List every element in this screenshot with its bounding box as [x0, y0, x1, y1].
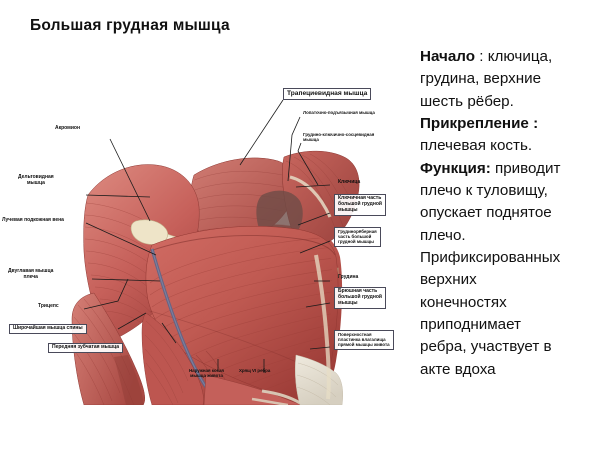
label-triceps: Трицепс: [38, 303, 59, 309]
description-line-bold: Функция:: [420, 159, 491, 177]
anatomy-figure-panel: Трапециевидная мышца Лопаточно-подъязычн…: [0, 55, 405, 405]
label-acromion: Акромион: [55, 125, 81, 131]
description-line: Прификсированных: [420, 247, 598, 269]
description-line: шесть рёбер.: [420, 91, 598, 113]
label-trapezius: Трапециевидная мышца: [283, 88, 372, 100]
cephalic-vein: [150, 248, 208, 388]
description-line-rest: Прификсированных: [420, 249, 561, 267]
muscle-description-panel: Начало : ключица, грудина, верхние шесть…: [420, 46, 598, 381]
description-line: конечностях: [420, 292, 598, 314]
description-line-bold: Начало: [420, 48, 476, 65]
sternum-bone: [314, 254, 331, 400]
label-clavicle: Ключица: [338, 179, 361, 185]
label-external-oblique: Наружная косая мышца живота: [189, 368, 224, 379]
label-rectus-sheath: Поверхностная пластинка влагалища прямой…: [334, 330, 394, 350]
description-line-rest: приподнимает: [420, 316, 522, 334]
label-sternocleidomastoid: Грудино-ключично-сосцевидная мышца: [303, 132, 375, 143]
description-line-rest: плечо к туловищу,: [420, 182, 548, 200]
leader-lines: [83, 99, 331, 373]
description-line: акте вдоха: [420, 359, 598, 381]
description-line-rest: плечо.: [420, 226, 466, 244]
description-line: приподнимает: [420, 314, 598, 336]
description-line: верхних: [420, 269, 598, 291]
description-line-rest: приводит: [490, 159, 561, 177]
label-biceps-brachii: Двуглавая мышца плеча: [8, 268, 54, 280]
description-line-rest: верхних: [420, 271, 477, 289]
label-sternocostal-part-pectoralis: Грудинорёберная часть большой грудной мы…: [334, 227, 381, 247]
label-rib6-cartilage: Хрящ VI ребра: [239, 368, 271, 373]
description-line: грудина, верхние: [420, 68, 598, 90]
label-clavicular-part-pectoralis: Ключичная часть большой грудной мышцы: [334, 194, 387, 216]
label-sternum: Грудина: [338, 274, 359, 280]
description-line: плечевая кость.: [420, 135, 598, 157]
description-line-rest: шесть рёбер.: [420, 92, 514, 110]
description-line-rest: грудина, верхние: [420, 70, 542, 88]
label-abdominal-part-pectoralis: Брюшная часть большой грудной мышцы: [334, 287, 387, 309]
label-cephalic-vein: Лучевая подкожная вена: [2, 217, 64, 223]
description-line-rest: ребра, участвует в: [420, 338, 552, 356]
label-deltoid: Дельтовидная мышца: [18, 174, 54, 186]
description-line-rest: опускает поднятое: [420, 204, 552, 222]
description-line-rest: плечевая кость.: [420, 137, 533, 155]
page-title: Большая грудная мышца: [30, 17, 230, 34]
description-line: плечо.: [420, 225, 598, 247]
label-latissimus-dorsi: Широчайшая мышца спины: [9, 324, 87, 334]
description-line-bold: Прикрепление :: [420, 115, 539, 133]
description-line-rest: конечностях: [420, 293, 507, 311]
description-line-rest: акте вдоха: [420, 360, 496, 378]
description-line: плечо к туловищу,: [420, 180, 598, 202]
description-line: Прикрепление :: [420, 113, 598, 135]
description-line-rest: : ключица,: [475, 48, 553, 65]
label-omohyoid: Лопаточно-подъязычная мышца: [303, 110, 375, 115]
description-line: ребра, участвует в: [420, 336, 598, 358]
label-serratus-anterior: Передняя зубчатая мышца: [48, 343, 124, 353]
description-line: опускает поднятое: [420, 202, 598, 224]
rectus-sheath-aponeurosis: [294, 354, 343, 405]
description-line: Функция: приводит: [420, 158, 598, 180]
rib-cartilage: [251, 389, 301, 405]
description-line: Начало : ключица,: [420, 46, 598, 68]
